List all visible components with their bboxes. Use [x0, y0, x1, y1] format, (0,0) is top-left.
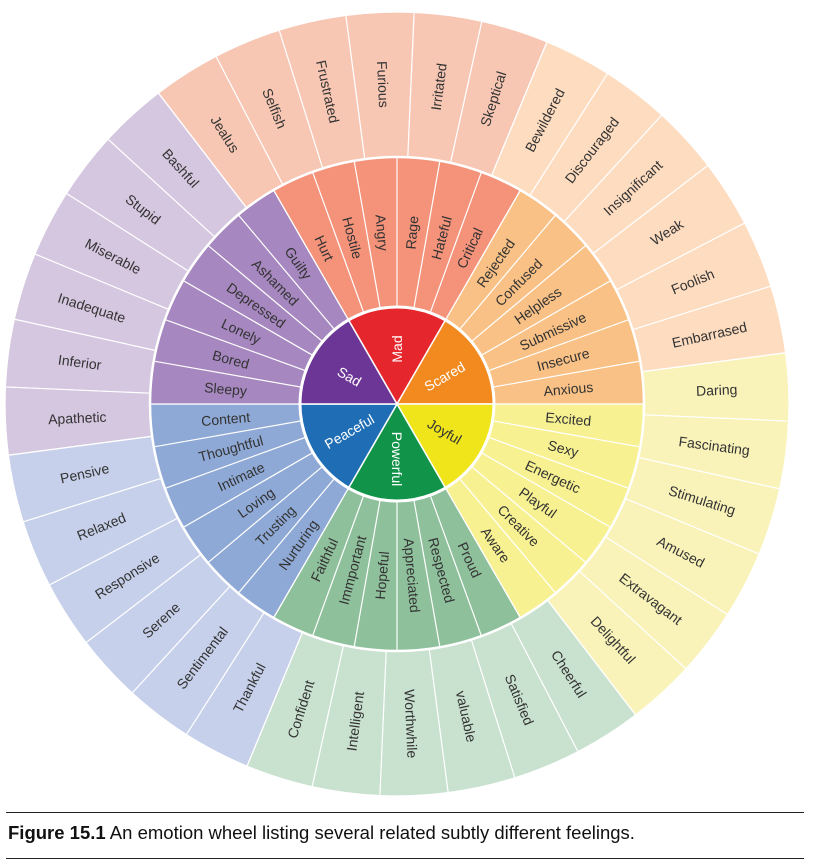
caption-rule-top: [6, 812, 804, 813]
core-ring: [298, 305, 496, 503]
outer-label-sad: Apathetic: [48, 409, 107, 428]
mid-label-powerful: Appreciated: [401, 537, 423, 613]
mid-label-peaceful: Content: [201, 409, 251, 429]
middle-ring: [148, 155, 646, 653]
mid-label-sad: Sleepy: [204, 379, 248, 399]
core-label-powerful: Powerful: [389, 432, 405, 486]
outer-label-powerful: Intelligent: [343, 690, 367, 752]
caption-rule-bottom: [6, 858, 804, 859]
outer-label-sad: Inferior: [57, 351, 103, 373]
mid-label-powerful: Hopeful: [372, 551, 392, 600]
core-label-mad: Mad: [389, 335, 405, 362]
mid-label-mad: Angry: [372, 214, 391, 252]
outer-label-powerful: Worthwhile: [401, 689, 420, 759]
mid-label-joyful: Excited: [545, 409, 592, 429]
caption-text: An emotion wheel listing several related…: [105, 822, 635, 843]
mid-label-joyful: Sexy: [546, 437, 580, 461]
mid-label-mad: Rage: [403, 215, 422, 250]
mid-label-scared: Anxious: [543, 379, 594, 399]
outer-label-mad: Irritated: [428, 62, 450, 111]
figure-caption: Figure 15.1 An emotion wheel listing sev…: [8, 822, 635, 844]
outer-ring: [4, 11, 790, 797]
outer-label-mad: Furious: [374, 61, 392, 108]
core-ring-outline: [298, 305, 496, 503]
mid-ring-outline: [148, 155, 646, 653]
figure-label: Figure 15.1: [8, 822, 106, 843]
outer-label-joyful: Daring: [696, 381, 738, 399]
